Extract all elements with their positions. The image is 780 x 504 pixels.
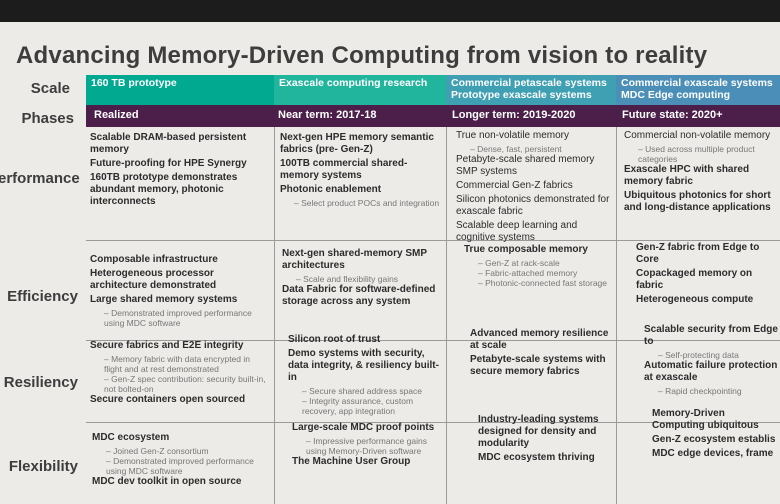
list-item: Gen-Z fabric from Edge to Core [636,242,760,265]
list-item: Exascale HPC with shared memory fabric [624,164,750,187]
sub-item: – Rapid checkpointing [658,386,742,396]
column-divider [446,127,447,504]
list-item: MDC dev toolkit in open source [92,476,242,487]
list-item: Scalable deep learning and cognitive sys… [456,220,578,243]
flexibility-cell-3: Industry-leading systems designed for de… [478,414,620,466]
list-item: Commercial Gen-Z fabrics [456,180,573,191]
row-label-flexibility: Flexibility [8,458,78,475]
list-item: Petabyte-scale systems with secure memor… [470,354,606,377]
resiliency-cell-2: Silicon root of trust Demo systems with … [288,334,446,416]
list-item: Next-gen HPE memory semantic fabrics (pr… [280,132,434,155]
list-item: Heterogeneous processor architecture dem… [90,268,217,291]
phase-near-term: Near term: 2017-18 [278,109,377,121]
row-divider [86,422,780,423]
slide-title: Advancing Memory-Driven Computing from v… [16,42,708,69]
list-item: Copackaged memory on fabric [636,268,753,291]
list-item: Demo systems with security, data integri… [288,348,439,383]
list-item: Secure containers open sourced [90,394,246,405]
phase-longer-term: Longer term: 2019-2020 [452,109,576,121]
sub-item: – Gen-Z spec contribution: security buil… [104,374,266,394]
sub-item: – Joined Gen-Z consortium [106,446,209,456]
list-item: 160TB prototype demonstrates abundant me… [90,172,238,207]
row-label-scale: Scale [30,80,70,97]
row-label-efficiency: Efficiency [7,288,78,305]
list-item: Heterogeneous compute [636,294,754,305]
list-item: The Machine User Group [292,456,411,467]
sub-item: – Dense, fast, persistent [470,144,562,154]
sub-item: – Integrity assurance, custom recovery, … [302,396,414,416]
sub-item: – Used across multiple product categorie… [638,144,755,164]
row-divider [86,240,780,241]
list-item: Data Fabric for software-defined storage… [282,284,436,307]
list-item: Silicon photonics demonstrated for exasc… [456,194,610,217]
sub-item: – Secure shared address space [302,386,423,396]
list-item: Automatic failure protection at exascale [644,360,778,383]
list-item: Advanced memory resilience at scale [470,328,609,351]
phase-future-state: Future state: 2020+ [622,109,723,121]
resiliency-cell-3: Advanced memory resilience at scale Peta… [470,328,618,380]
efficiency-cell-3: True composable memory – Gen-Z at rack-s… [464,244,614,288]
list-item: Large shared memory systems [90,294,238,305]
sub-item: – Self-protecting data [658,350,739,360]
list-item: Large-scale MDC proof points [292,422,435,433]
list-item: 100TB commercial shared-memory systems [280,158,408,181]
slide: Advancing Memory-Driven Computing from v… [0,22,780,504]
list-item: Future-proofing for HPE Synergy [90,158,247,169]
performance-cell-2: Next-gen HPE memory semantic fabrics (pr… [280,132,444,208]
sub-item: – Scale and flexibility gains [296,274,399,284]
list-item: Scalable security from Edge to [644,324,778,347]
sub-item: – Demonstrated improved performance usin… [104,308,252,328]
sub-item: – Impressive performance gains using Mem… [306,436,427,456]
row-label-phases: Phases [21,110,74,127]
performance-cell-3: True non-volatile memory – Dense, fast, … [456,130,614,246]
efficiency-cell-4: Gen-Z fabric from Edge to Core Copackage… [636,242,780,308]
list-item: Gen-Z ecosystem establis [652,434,776,445]
flexibility-cell-1: MDC ecosystem – Joined Gen-Z consortium … [92,432,272,490]
column-divider [274,127,275,504]
list-item: Composable infrastructure [90,254,218,265]
sub-item: – Memory fabric with data encrypted in f… [104,354,250,374]
flexibility-cell-2: Large-scale MDC proof points – Impressiv… [292,422,448,470]
sub-item: – Gen-Z at rack-scale [478,258,560,268]
list-item: Commercial non-volatile memory [624,130,771,141]
efficiency-cell-1: Composable infrastructure Heterogeneous … [90,254,270,328]
list-item: MDC edge devices, frame [652,448,774,459]
sub-item: – Fabric-attached memory [478,268,578,278]
list-item: MDC ecosystem thriving [478,452,595,463]
flexibility-cell-4: Memory-Driven Computing ubiquitous Gen-Z… [652,408,780,462]
resiliency-cell-4: Scalable security from Edge to – Self-pr… [644,324,780,396]
list-item: Next-gen shared-memory SMP architectures [282,248,427,271]
phase-bar [86,105,780,127]
row-label-performance: erformance [0,170,80,187]
list-item: Petabyte-scale shared memory SMP systems [456,154,595,177]
list-item: Memory-Driven Computing ubiquitous [652,408,759,431]
list-item: Industry-leading systems designed for de… [478,414,599,449]
list-item: True composable memory [464,244,588,255]
list-item: True non-volatile memory [456,130,570,141]
list-item: Scalable DRAM-based persistent memory [90,132,247,155]
performance-cell-1: Scalable DRAM-based persistent memory Fu… [90,132,270,210]
sub-item: – Select product POCs and integration [294,198,440,208]
row-divider [86,340,780,341]
resiliency-cell-1: Secure fabrics and E2E integrity – Memor… [90,340,270,408]
phase-realized: Realized [94,109,139,121]
row-label-resiliency: Resiliency [3,374,78,391]
list-item: Photonic enablement [280,184,382,195]
list-item: Silicon root of trust [288,334,381,345]
list-item: Ubiquitous photonics for short and long-… [624,190,771,213]
sub-item: – Photonic-connected fast storage [478,278,607,288]
list-item: MDC ecosystem [92,432,170,443]
performance-cell-4: Commercial non-volatile memory – Used ac… [624,130,780,216]
sub-item: – Demonstrated improved performance usin… [106,456,254,476]
efficiency-cell-2: Next-gen shared-memory SMP architectures… [282,248,444,310]
column-divider [616,127,617,504]
list-item: Secure fabrics and E2E integrity [90,340,244,351]
